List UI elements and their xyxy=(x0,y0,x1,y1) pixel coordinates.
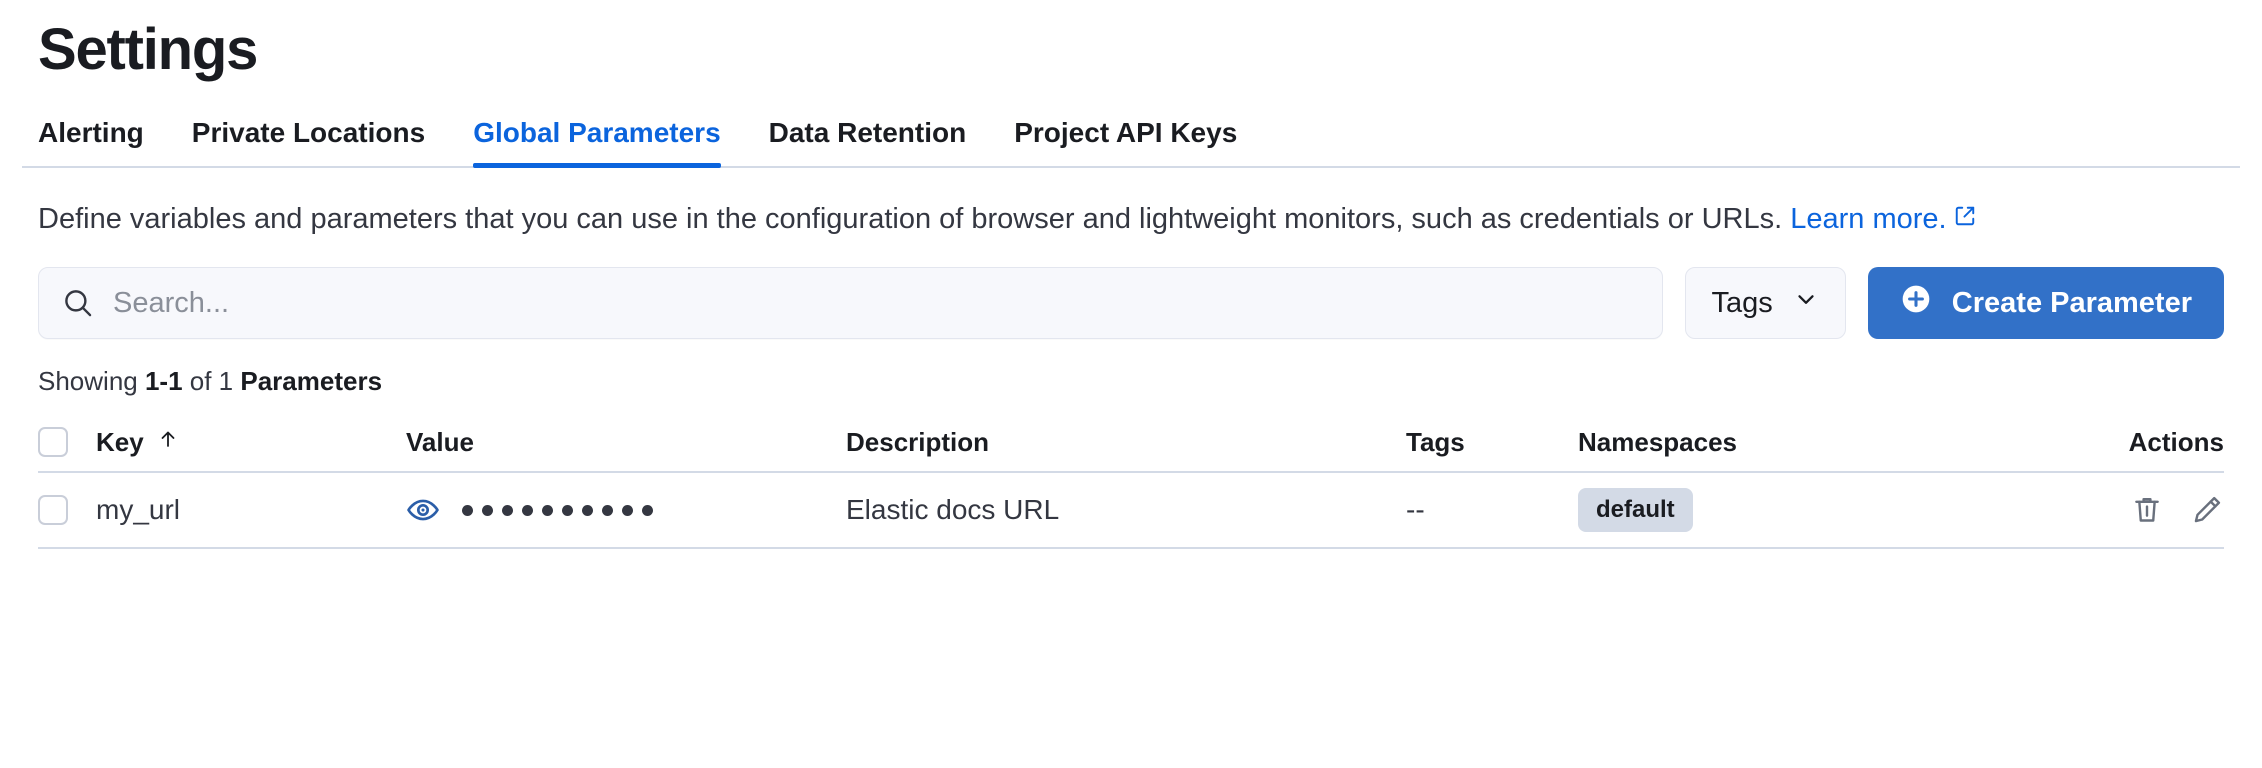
create-parameter-button[interactable]: Create Parameter xyxy=(1867,267,2224,339)
namespace-badge: default xyxy=(1578,488,1693,532)
column-header-namespaces[interactable]: Namespaces xyxy=(1578,427,2094,458)
results-count: Showing 1-1 of 1 Parameters xyxy=(22,365,2240,397)
tab-label: Private Locations xyxy=(191,117,426,148)
delete-icon[interactable] xyxy=(2130,493,2164,527)
select-all-cell xyxy=(38,427,96,457)
tab-private-locations[interactable]: Private Locations xyxy=(168,116,449,166)
cell-tags: -- xyxy=(1406,494,1425,525)
plus-circle-icon xyxy=(1900,283,1932,323)
learn-more-label: Learn more. xyxy=(1790,203,1947,235)
tags-filter-label: Tags xyxy=(1711,286,1773,319)
column-header-label: Tags xyxy=(1406,426,1465,457)
column-header-label: Key xyxy=(96,426,144,457)
tab-label: Global Parameters xyxy=(473,117,721,148)
cell-description: Elastic docs URL xyxy=(846,494,1060,525)
cell-key: my_url xyxy=(96,494,181,525)
parameters-table: Key Value Description Tags Namespaces xyxy=(22,413,2240,549)
column-header-label: Actions xyxy=(2128,426,2224,457)
column-header-description[interactable]: Description xyxy=(846,427,1406,458)
eye-icon[interactable] xyxy=(406,493,440,527)
tab-alerting[interactable]: Alerting xyxy=(38,116,168,166)
chevron-down-icon xyxy=(1793,286,1819,320)
external-link-icon xyxy=(1954,194,1976,242)
cell-value xyxy=(406,493,846,527)
tab-bar: Alerting Private Locations Global Parame… xyxy=(22,108,2240,168)
settings-page: Settings Alerting Private Locations Glob… xyxy=(0,14,2262,768)
tab-label: Alerting xyxy=(38,117,144,148)
edit-icon[interactable] xyxy=(2190,493,2224,527)
page-title: Settings xyxy=(38,17,258,82)
controls-row: Tags Create Parameter xyxy=(22,267,2240,339)
column-header-actions: Actions xyxy=(2094,427,2224,458)
column-header-value[interactable]: Value xyxy=(406,427,846,458)
results-prefix: Showing xyxy=(38,366,145,396)
page-description: Define variables and parameters that you… xyxy=(22,194,2203,243)
cell-actions xyxy=(2094,493,2224,527)
column-header-tags[interactable]: Tags xyxy=(1406,427,1578,458)
tab-global-parameters[interactable]: Global Parameters xyxy=(449,116,744,168)
table-header-row: Key Value Description Tags Namespaces xyxy=(38,413,2224,473)
column-header-label: Value xyxy=(406,426,474,457)
column-header-key[interactable]: Key xyxy=(96,427,406,458)
search-input[interactable] xyxy=(113,286,1640,320)
tags-filter-dropdown[interactable]: Tags xyxy=(1684,267,1846,339)
results-range: 1-1 xyxy=(144,366,183,396)
description-text: Define variables and parameters that you… xyxy=(38,203,1791,235)
column-header-label: Description xyxy=(846,426,990,457)
search-box[interactable] xyxy=(38,267,1663,339)
column-header-label: Namespaces xyxy=(1578,426,1737,457)
tab-label: Data Retention xyxy=(768,117,967,148)
create-parameter-label: Create Parameter xyxy=(1951,286,2192,319)
search-icon xyxy=(61,286,95,320)
learn-more-link[interactable]: Learn more. xyxy=(1790,203,1975,235)
results-middle: of 1 xyxy=(182,366,241,396)
select-all-checkbox[interactable] xyxy=(38,427,68,457)
row-select-cell xyxy=(38,495,96,525)
arrow-up-icon xyxy=(156,427,180,458)
tab-project-api-keys[interactable]: Project API Keys xyxy=(990,116,1261,166)
masked-value xyxy=(462,504,653,516)
tab-data-retention[interactable]: Data Retention xyxy=(745,116,991,166)
tab-label: Project API Keys xyxy=(1014,117,1238,148)
row-select-checkbox[interactable] xyxy=(38,495,68,525)
cell-namespaces: default xyxy=(1578,488,2094,532)
results-noun: Parameters xyxy=(240,366,383,396)
table-row[interactable]: my_url Elastic docs URL -- default xyxy=(38,473,2224,549)
